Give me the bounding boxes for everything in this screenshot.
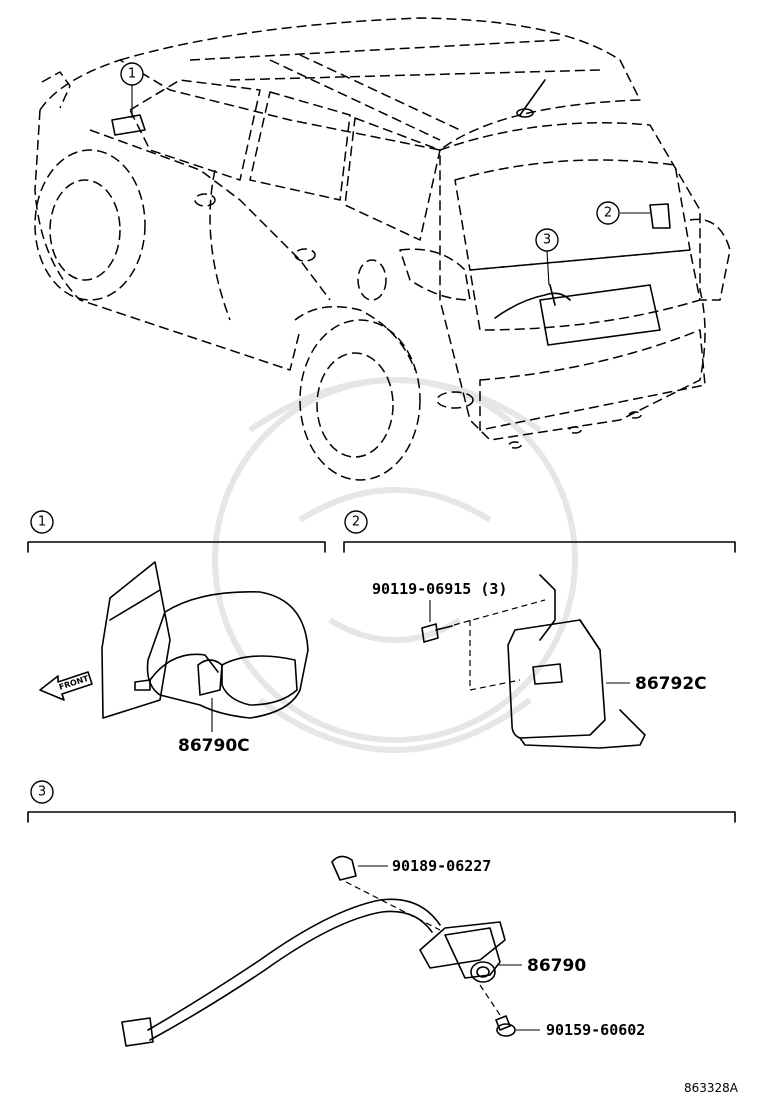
callout-1: 1	[120, 62, 144, 118]
section-1-label: 1	[38, 515, 46, 530]
part-90119-06915: 90119-06915 (3)	[372, 580, 507, 598]
camera-illustration	[419, 921, 506, 983]
section-1-marker: 1	[30, 510, 54, 534]
cable-illustration	[121, 898, 441, 1047]
side-mirror-illustration	[101, 561, 309, 719]
callout-1-label: 1	[128, 67, 136, 82]
section-1: 1 FRONT 86790C	[27, 510, 326, 756]
watermark	[212, 377, 578, 753]
section-2: 2 90119-06915 (3) 86792C	[343, 510, 736, 749]
front-arrow: FRONT	[39, 671, 93, 701]
section-3-label: 3	[38, 785, 46, 800]
clip-illustration	[331, 855, 357, 881]
vehicle-overview	[34, 17, 731, 481]
part-86792C: 86792C	[635, 674, 707, 694]
section-2-marker: 2	[344, 510, 368, 534]
callout-2-label: 2	[604, 206, 612, 221]
section-3: 3 90189-06227 86790	[27, 780, 736, 1047]
part-90159-60602: 90159-60602	[546, 1021, 645, 1039]
section-2-label: 2	[352, 515, 360, 530]
section-3-marker: 3	[30, 780, 54, 804]
bolt-illustration	[421, 623, 453, 643]
ecu-illustration	[507, 574, 646, 749]
screw-illustration	[495, 1015, 516, 1037]
part-86790: 86790	[527, 956, 586, 976]
callout-2: 2	[596, 201, 650, 225]
callout-3: 3	[535, 228, 559, 286]
part-90189-06227: 90189-06227	[392, 857, 491, 875]
callout-3-label: 3	[543, 233, 551, 248]
part-86790C: 86790C	[178, 736, 250, 756]
reference-number: 863328A	[684, 1081, 739, 1095]
